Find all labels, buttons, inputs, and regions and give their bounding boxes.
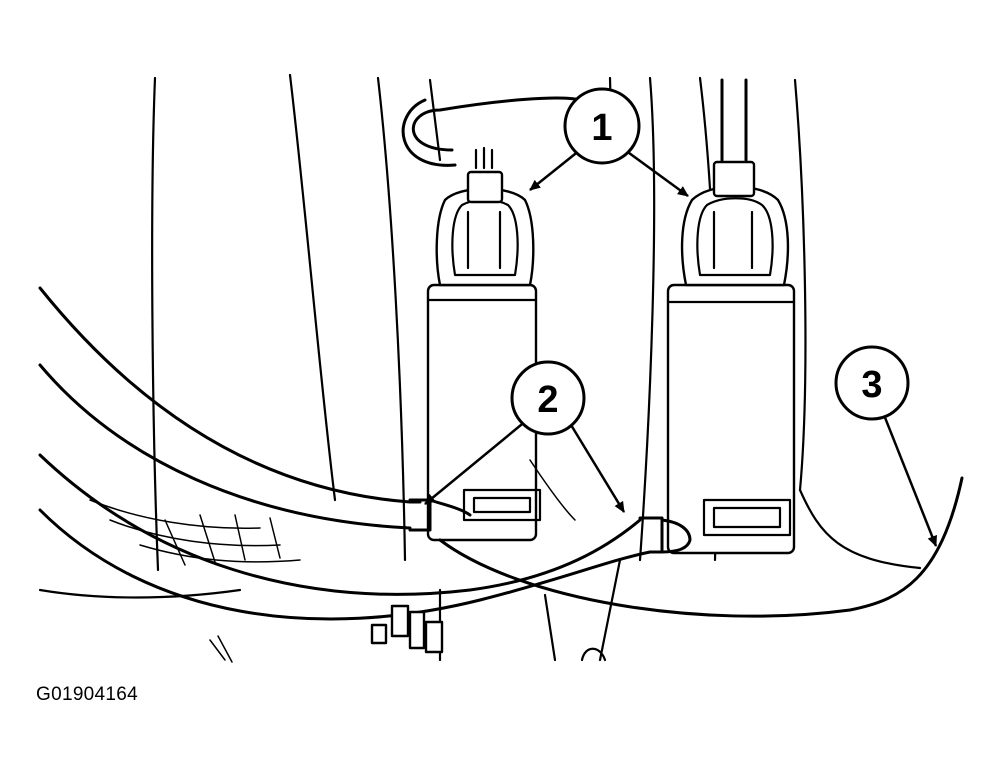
right-injector (666, 78, 796, 555)
callout-1: 1 (563, 87, 641, 165)
upper-hose (401, 96, 582, 167)
callout-1-label: 1 (591, 107, 612, 149)
background-structure (38, 73, 922, 663)
callout-leaders (424, 148, 938, 547)
bottom-connectors (370, 604, 444, 654)
callout-3: 3 (834, 345, 910, 421)
left-injector (426, 146, 542, 542)
callout-2-label: 2 (537, 379, 558, 421)
figure-id-label: G01904164 (36, 684, 139, 705)
callout-3-label: 3 (861, 364, 882, 406)
callout-2: 2 (510, 360, 586, 436)
